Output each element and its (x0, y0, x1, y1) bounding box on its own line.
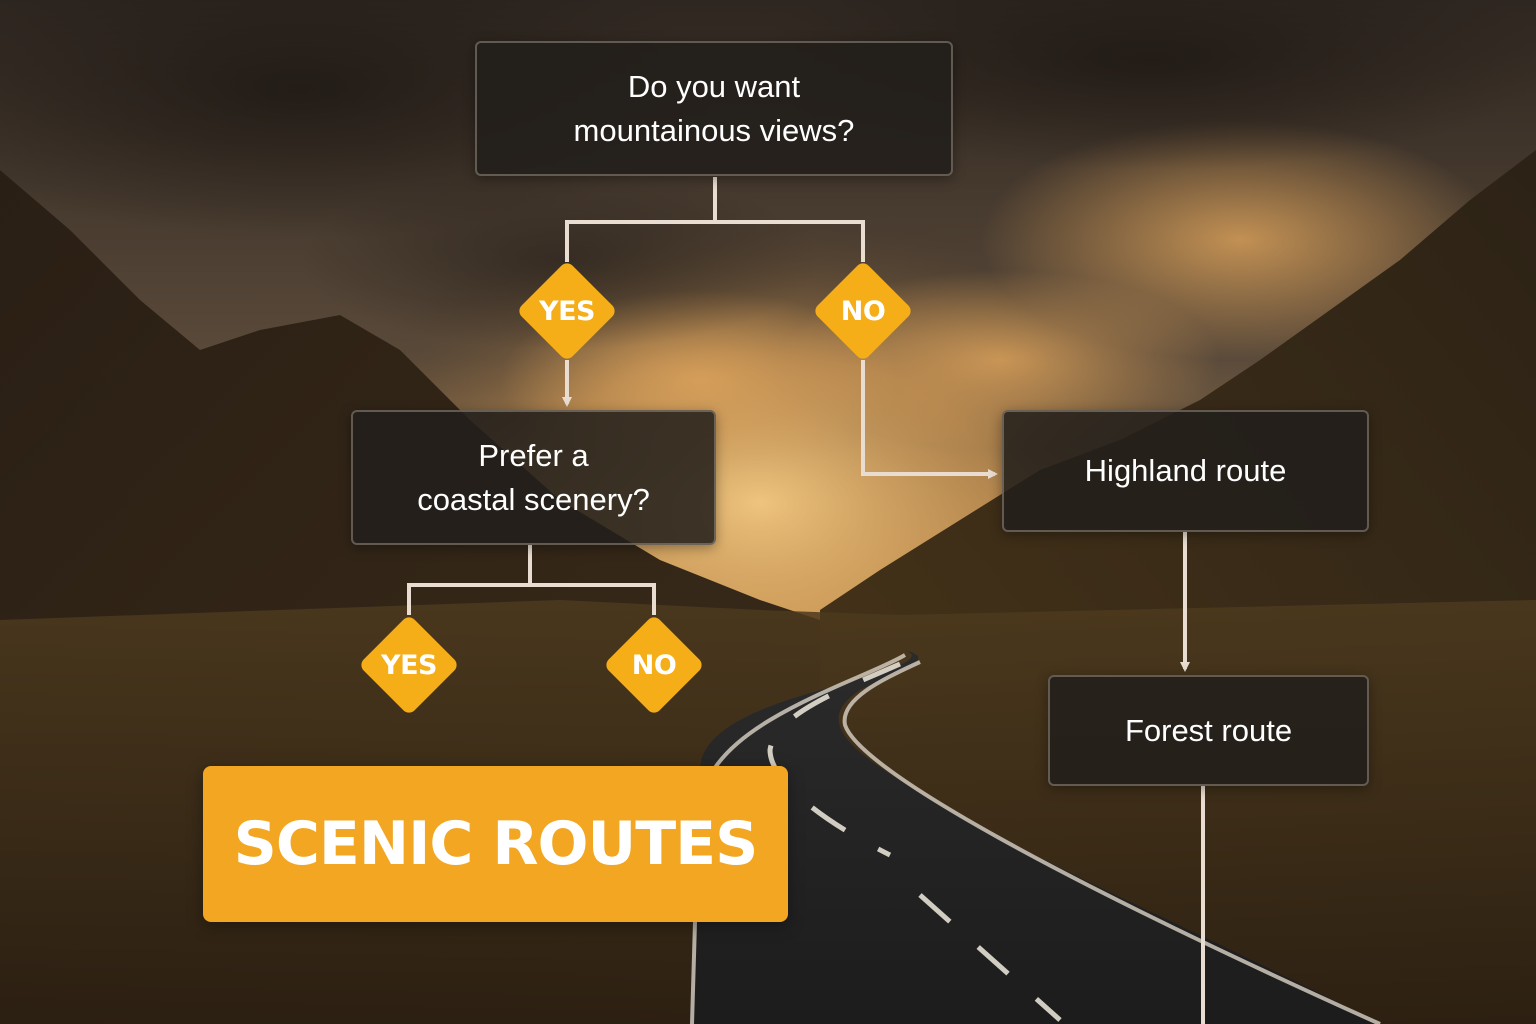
question-line-2: mountainous views? (573, 112, 855, 148)
highland-route-label: Highland route (1084, 453, 1287, 488)
question-line-1: Prefer a (478, 437, 589, 473)
decision-no-coastal: NO (602, 613, 706, 717)
question-line-2: coastal scenery? (417, 481, 650, 517)
decision-label: YES (539, 295, 595, 327)
question-coastal-scenery: Prefer a coastal scenery? (351, 410, 716, 545)
decision-label: YES (381, 649, 437, 681)
scenic-routes-banner: SCENIC ROUTES (203, 766, 788, 922)
result-forest-route: Forest route (1048, 675, 1369, 786)
question-mountainous-views: Do you want mountainous views? (475, 41, 953, 176)
decision-yes-coastal: YES (357, 613, 461, 717)
decision-yes-mountainous: YES (515, 259, 619, 363)
forest-route-label: Forest route (1124, 712, 1293, 748)
decision-label: NO (840, 295, 886, 327)
banner-title: SCENIC ROUTES (233, 809, 759, 879)
decision-label: NO (631, 649, 677, 681)
flowchart-connectors (407, 177, 1205, 1024)
result-highland-route: Highland route (1002, 410, 1369, 532)
decision-no-mountainous: NO (811, 259, 915, 363)
question-line-1: Do you want (627, 68, 801, 104)
